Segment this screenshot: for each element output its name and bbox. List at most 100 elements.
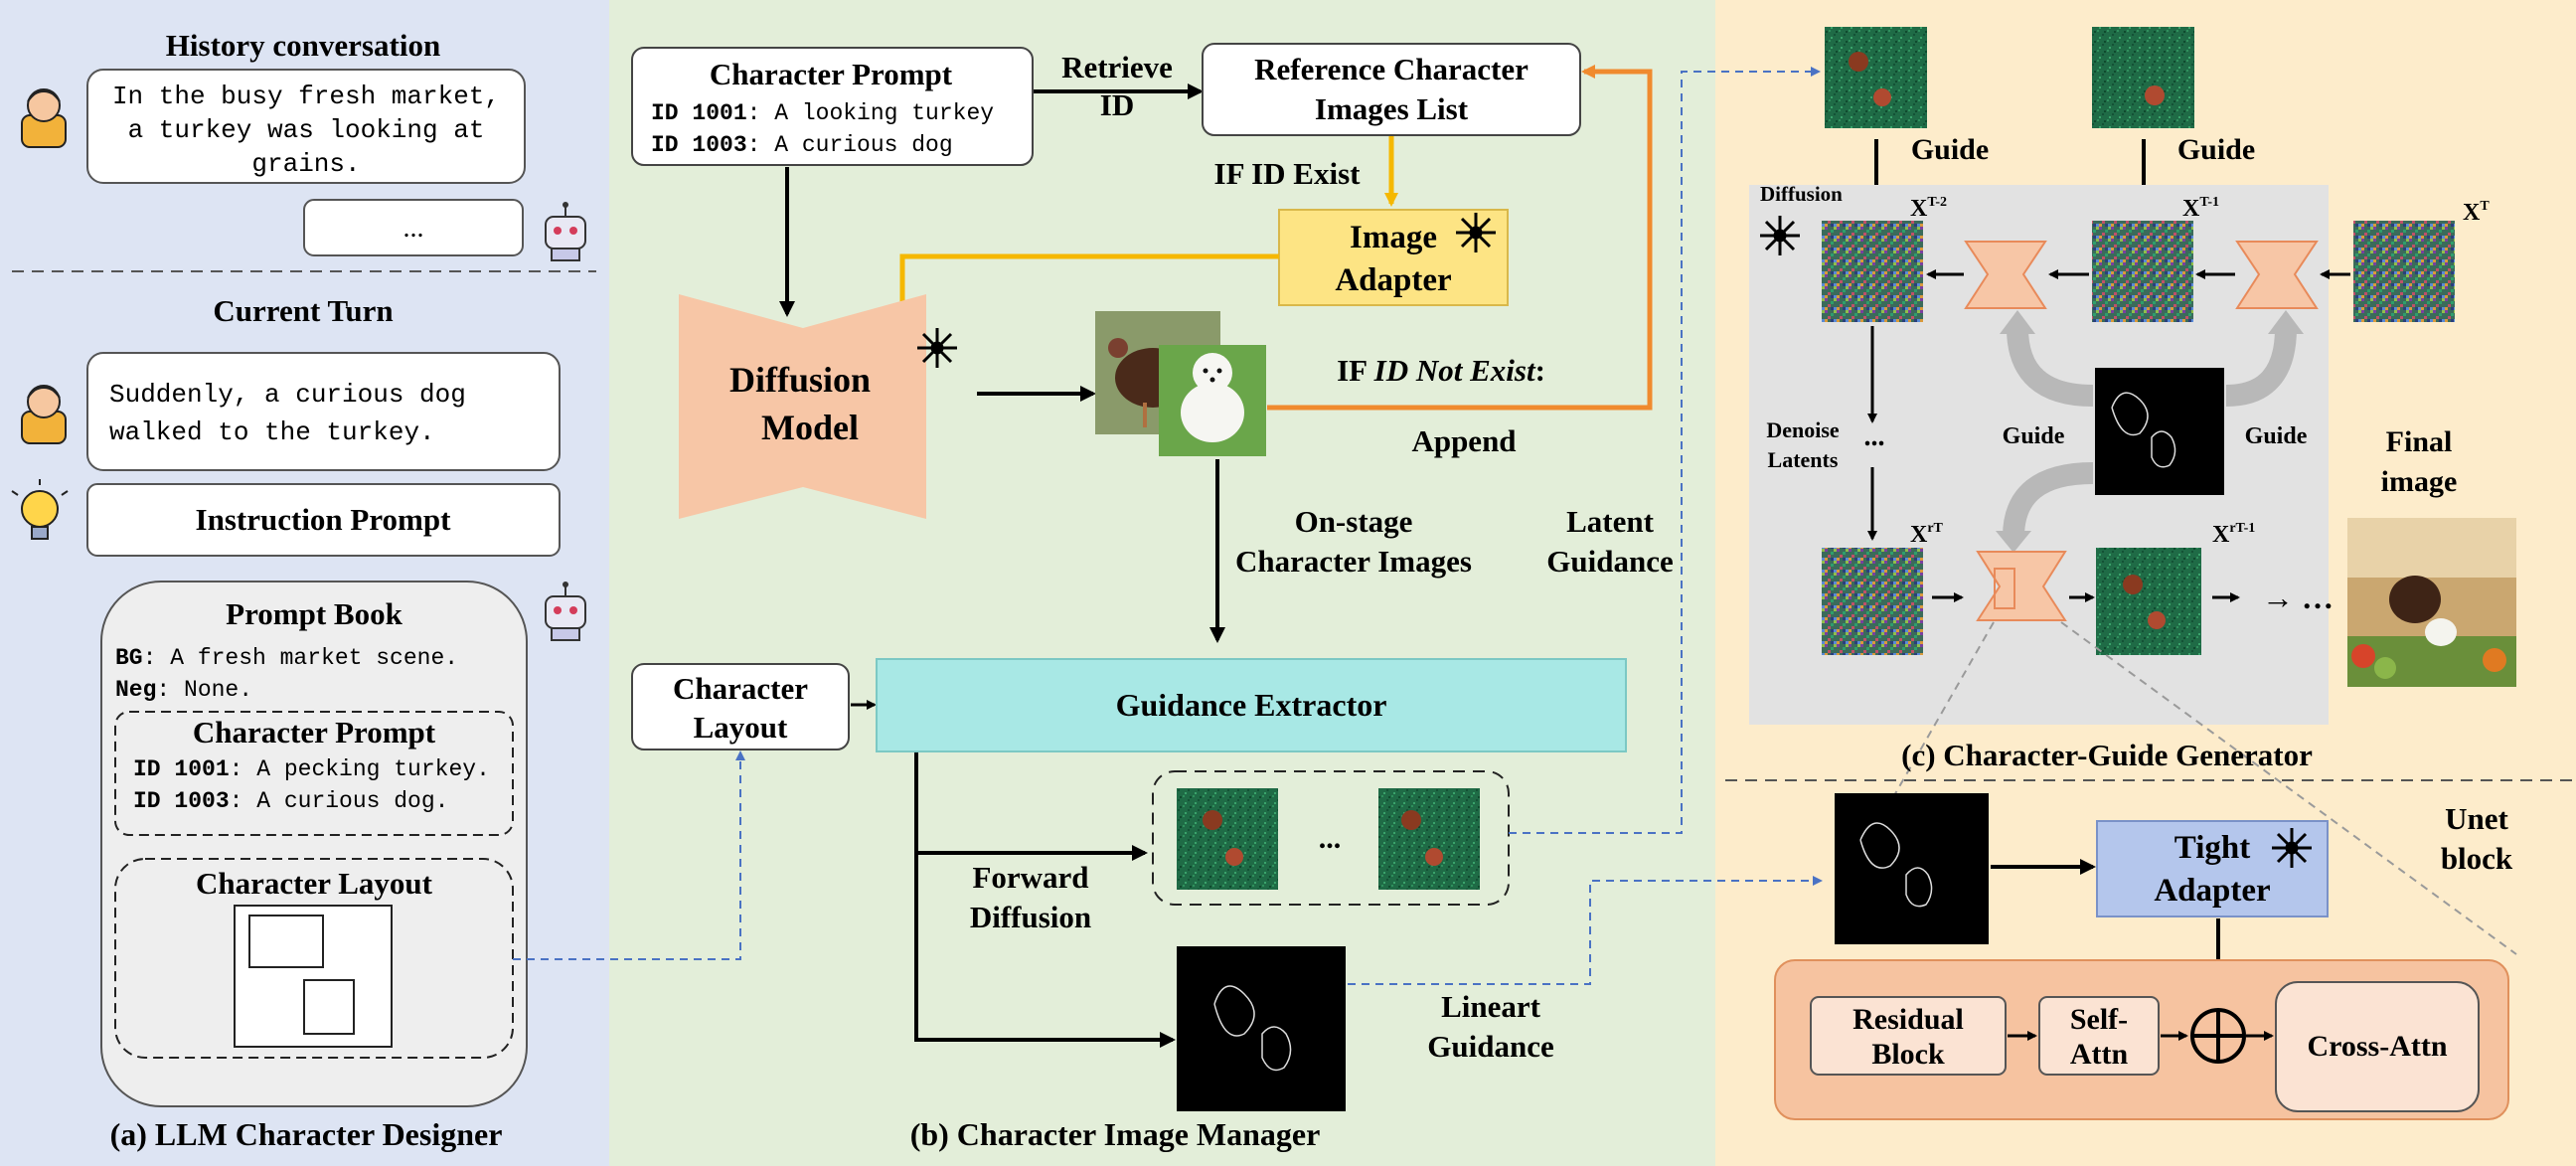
latent-xrt1 [2096, 548, 2201, 655]
noisy-latent-2-dog [1425, 848, 1443, 866]
noisy-latent-2-turkey [1401, 810, 1421, 830]
guidance-extractor-box [876, 658, 1627, 752]
guide-latent-left [1825, 27, 1927, 128]
panel-a-caption: (a) LLM Character Designer [110, 1116, 503, 1152]
assistant-reply-bubble [303, 199, 524, 256]
cross-attn-label: Cross-Attn [2307, 1030, 2447, 1063]
cross-attn-block [2275, 981, 2480, 1112]
zoom-line-right [2060, 621, 2517, 955]
layout-guidance-connector [513, 750, 745, 960]
append-label: Append [1411, 423, 1516, 458]
lineart-guidance-connector [1348, 876, 1823, 985]
noisy-latent-1 [1177, 788, 1278, 890]
retrieve-label-line-1: Retrieve [1061, 50, 1173, 84]
final-image-line-2: image [2381, 465, 2458, 498]
sum-operator-icon [2190, 1008, 2246, 1064]
reference-images-list-box [1202, 43, 1581, 136]
prompt-book-title: Prompt Book [226, 596, 402, 631]
latent-xt2-label: XT-2 [1910, 195, 1947, 222]
prompt-book-bg-line: BG: A fresh market scene. [115, 645, 458, 671]
robot-icon [545, 202, 586, 261]
on-stage-label-line-2: Character Images [1235, 544, 1472, 579]
user-avatar-icon [21, 385, 67, 444]
guide-mid-right-label: Guide [2245, 423, 2308, 449]
prompt-book-character-line-1: ID 1001: A pecking turkey. [133, 756, 490, 782]
center-lineart-turkey [2111, 392, 2149, 436]
panel-b-caption: (b) Character Image Manager [910, 1116, 1321, 1152]
assistant-reply-ellipsis: ... [403, 213, 424, 244]
unet-block-line-1: Unet [2445, 801, 2508, 836]
prompt-book-character-prompt-title: Character Prompt [193, 715, 436, 750]
final-image-line-1: Final [2386, 425, 2453, 458]
diffusion-model-line-2: Model [761, 408, 859, 447]
user-avatar-icon [21, 88, 67, 148]
panel-a: History conversation In the busy fresh m… [11, 28, 596, 1152]
lineart-image [1177, 946, 1346, 1111]
unet-block-line-2: block [2441, 841, 2513, 876]
prompt-book-neg-line: Neg: None. [115, 677, 252, 703]
unet-lineart-image [1835, 793, 1989, 944]
residual-block-line-1: Residual [1852, 1003, 1964, 1036]
diffusion-label: Diffusion [1760, 182, 1843, 206]
noisy-latent-2 [1378, 788, 1480, 890]
lineart-guidance-line-1: Lineart [1441, 989, 1541, 1024]
latent-xrt1-turkey [2123, 575, 2143, 594]
guide-top-left-label: Guide [1911, 133, 1989, 166]
guide-latent-left-dog [1873, 88, 1891, 106]
retrieve-label-line-2: ID [1100, 87, 1134, 122]
diffusion-model-peach [679, 294, 926, 519]
latent-guidance-line-1: Latent [1566, 504, 1655, 539]
snowflake-icon [1456, 213, 1496, 252]
reference-images-list-line-1: Reference Character [1254, 52, 1529, 86]
lineart-guidance-line-2: Guidance [1427, 1029, 1553, 1064]
guidance-extractor-label: Guidance Extractor [1116, 687, 1387, 723]
guide-latent-right-dog [2145, 85, 2165, 105]
character-layout-line-2: Layout [694, 710, 788, 745]
if-id-not-exist-label: IF ID Not Exist: [1337, 353, 1545, 388]
final-image [2347, 518, 2516, 687]
current-message-bubble [86, 352, 561, 471]
history-message-bubble [86, 69, 526, 184]
prompt-book-character-prompt-box [114, 711, 514, 836]
current-message-line-2: walked to the turkey. [109, 417, 435, 447]
latent-xrt [1822, 548, 1923, 655]
panel-c: Guide Guide Diffusion XT-2 XT-1 XT [1725, 27, 2576, 1120]
denoise-label-line-2: Latents [1768, 447, 1839, 472]
current-turn-title: Current Turn [213, 293, 393, 328]
current-message-line-1: Suddenly, a curious dog [109, 380, 466, 410]
zoom-line-left [1846, 621, 1995, 880]
tight-adapter-line-1: Tight [2174, 830, 2250, 866]
noisy-latent-1-turkey [1203, 810, 1222, 830]
guide-latent-left-turkey [1849, 52, 1868, 72]
guide-gray-arrowhead-right [2268, 310, 2304, 334]
noisy-latents-ellipsis: ... [1319, 822, 1342, 855]
history-title: History conversation [166, 28, 440, 63]
latent-guidance-line-2: Guidance [1546, 544, 1673, 579]
latent-xrt1-dog [2148, 611, 2166, 629]
on-stage-label-line-1: On-stage [1295, 504, 1413, 539]
snowflake-icon [917, 328, 957, 368]
latent-guidance-connector [1509, 67, 1821, 834]
latent-xrt1-label: XrT-1 [2212, 521, 2255, 548]
image-adapter-line-1: Image [1350, 220, 1437, 255]
lineart-dog-sketch [1261, 1026, 1292, 1072]
instruction-prompt-label: Instruction Prompt [196, 502, 452, 537]
panel-b: Character Prompt ID 1001: A looking turk… [631, 43, 1674, 1152]
layout-box-turkey [248, 915, 324, 968]
unet-lineart-turkey [1859, 822, 1900, 869]
panel-b-background [609, 0, 1715, 1166]
character-prompt-box [631, 47, 1034, 166]
latent-xt2 [1822, 221, 1923, 322]
robot-icon [545, 582, 586, 641]
guide-gray-arrowhead-down [1996, 531, 2031, 553]
adapter-to-diffusion-arrow [895, 253, 1279, 317]
prompt-book-character-layout-title: Character Layout [196, 866, 433, 901]
unet-icon-left [1964, 241, 2047, 309]
guide-latent-right [2092, 27, 2194, 128]
layout-box-dog [303, 979, 355, 1035]
self-attn-line-1: Self- [2070, 1003, 2128, 1036]
history-message-line-2: a turkey was looking at [128, 115, 485, 145]
forward-diffusion-line-2: Diffusion [970, 900, 1091, 934]
dog-image [1159, 345, 1266, 456]
denoise-label-line-1: Denoise [1766, 417, 1840, 442]
